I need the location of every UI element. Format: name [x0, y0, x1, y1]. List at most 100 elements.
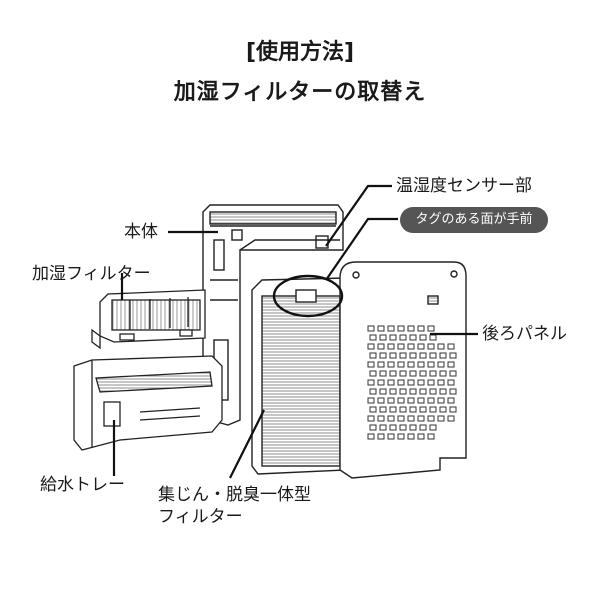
- vent-slot: [439, 406, 447, 413]
- vent-slot: [399, 370, 407, 377]
- vent-slot: [439, 352, 447, 359]
- vent-slot: [437, 397, 445, 404]
- vent-slot: [387, 397, 395, 404]
- vent-slot: [399, 388, 407, 395]
- vent-slot: [377, 415, 385, 422]
- vent-slot: [377, 433, 385, 440]
- vent-slot: [367, 361, 375, 368]
- vent-slot: [437, 379, 445, 386]
- vent-slot: [447, 361, 455, 368]
- vent-slot: [367, 325, 375, 332]
- vent-slot: [409, 406, 417, 413]
- vent-slot: [419, 352, 427, 359]
- vent-slot: [397, 361, 405, 368]
- vent-slot: [427, 343, 435, 350]
- vent-slot: [387, 379, 395, 386]
- vent-slot: [409, 352, 417, 359]
- vent-slot: [377, 325, 385, 332]
- vent-slot: [427, 325, 435, 332]
- vent-slot: [417, 379, 425, 386]
- vent-slot: [389, 424, 397, 431]
- vent-slot: [389, 388, 397, 395]
- vent-slot: [417, 397, 425, 404]
- vent-slot: [367, 397, 375, 404]
- vent-slot: [409, 370, 417, 377]
- vent-slot: [377, 361, 385, 368]
- vent-slot: [377, 379, 385, 386]
- label-water-tray: 給水トレー: [40, 475, 125, 495]
- vent-slot: [437, 343, 445, 350]
- vent-slot: [387, 433, 395, 440]
- vent-slot: [369, 370, 377, 377]
- vent-slot: [437, 415, 445, 422]
- vent-slot: [427, 433, 435, 440]
- vent-slot: [429, 406, 437, 413]
- vent-slot: [389, 352, 397, 359]
- vent-slot: [379, 388, 387, 395]
- tag-highlight-ellipse: [272, 274, 344, 318]
- vent-slot: [377, 397, 385, 404]
- page-title: 加湿フィルターの取替え: [173, 80, 427, 105]
- vent-slot: [429, 334, 437, 341]
- vent-slot: [379, 424, 387, 431]
- vent-slot: [449, 406, 457, 413]
- vent-slot: [387, 415, 395, 422]
- vent-slot: [429, 424, 437, 431]
- vent-slot: [409, 334, 417, 341]
- vent-slot: [397, 433, 405, 440]
- vent-slot: [447, 415, 455, 422]
- vent-slot: [409, 424, 417, 431]
- vent-slot: [427, 415, 435, 422]
- vent-slot: [417, 433, 425, 440]
- vent-slot: [419, 424, 427, 431]
- vent-slot: [387, 361, 395, 368]
- vent-slot: [419, 406, 427, 413]
- vent-slot: [379, 370, 387, 377]
- vent-slot: [407, 433, 415, 440]
- vent-slot: [369, 334, 377, 341]
- water-tray-part: [73, 355, 223, 451]
- vent-slot: [439, 388, 447, 395]
- vent-slot: [417, 343, 425, 350]
- vent-slot: [429, 370, 437, 377]
- vent-slot: [447, 343, 455, 350]
- vent-slot: [439, 370, 447, 377]
- vent-slot: [407, 361, 415, 368]
- back-panel-part: [339, 261, 467, 479]
- vent-slot: [427, 397, 435, 404]
- vent-slot: [447, 379, 455, 386]
- vent-slot: [449, 352, 457, 359]
- section-heading: [使用方法]: [245, 40, 355, 65]
- vent-slot: [427, 361, 435, 368]
- vent-slot: [397, 325, 405, 332]
- label-dust-filter-line2: フィルター: [158, 507, 243, 527]
- vent-slot: [407, 379, 415, 386]
- vent-slot: [397, 379, 405, 386]
- vent-slot: [369, 352, 377, 359]
- vent-slot: [379, 352, 387, 359]
- vent-slot: [379, 406, 387, 413]
- label-main-unit: 本体: [124, 222, 158, 242]
- vent-slot: [399, 334, 407, 341]
- vent-slot: [409, 388, 417, 395]
- vent-slot: [367, 433, 375, 440]
- vent-slot: [407, 325, 415, 332]
- vent-slot: [419, 388, 427, 395]
- vent-slot: [429, 388, 437, 395]
- vent-slot: [399, 352, 407, 359]
- vent-slot: [447, 397, 455, 404]
- vent-slot: [449, 388, 457, 395]
- vent-slot: [369, 388, 377, 395]
- vent-slot: [389, 334, 397, 341]
- vent-slot: [369, 424, 377, 431]
- dust-filter-part: [251, 277, 347, 475]
- vent-slot: [419, 334, 427, 341]
- vent-slot: [379, 334, 387, 341]
- vent-slot: [449, 370, 457, 377]
- vent-slot: [397, 343, 405, 350]
- vent-slot: [377, 343, 385, 350]
- vent-slot: [429, 352, 437, 359]
- vent-slot: [417, 415, 425, 422]
- vent-slot: [369, 406, 377, 413]
- vent-slot: [397, 397, 405, 404]
